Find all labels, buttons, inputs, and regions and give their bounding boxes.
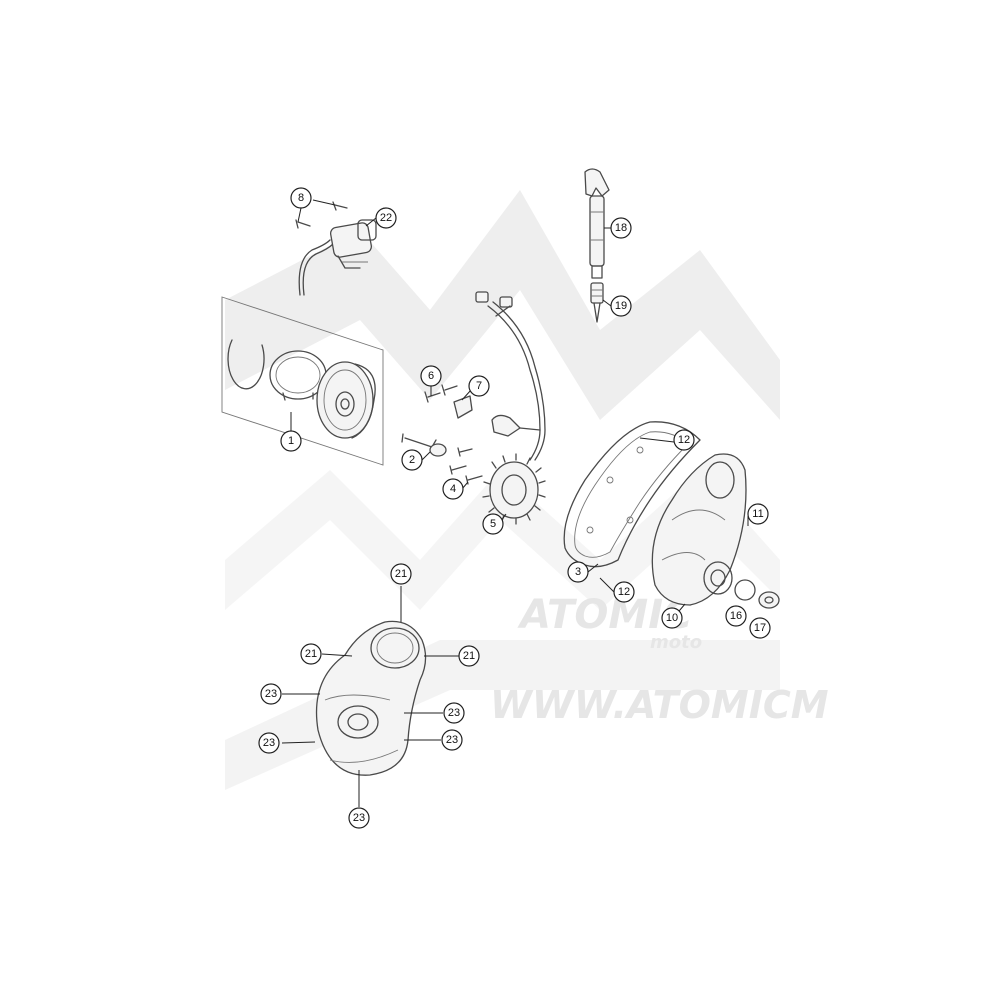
part-gasket	[563, 421, 701, 568]
callout-2: 2	[401, 449, 423, 471]
callout-label: 22	[380, 212, 392, 224]
callout-8: 8	[290, 187, 312, 209]
callout-label: 7	[476, 380, 482, 392]
callout-17: 17	[749, 617, 771, 639]
callout-label: 23	[353, 812, 365, 824]
callout-label: 17	[754, 622, 766, 634]
callout-label: 23	[263, 737, 275, 749]
part-spark-plug	[584, 168, 610, 323]
callout-label: 11	[752, 508, 763, 520]
callout-18: 18	[610, 217, 632, 239]
part-rotor-kit	[221, 296, 384, 466]
callout-6: 6	[420, 365, 442, 387]
callout-label: 10	[666, 612, 678, 624]
part-pickup-sensor	[424, 384, 541, 437]
callout-23-bottom: 23	[348, 807, 370, 829]
part-lower-cover	[315, 620, 427, 776]
callout-label: 4	[450, 483, 456, 495]
leader-lines	[281, 199, 749, 807]
callout-label: 8	[298, 192, 304, 204]
callout-16: 16	[725, 605, 747, 627]
callout-label: 16	[730, 610, 742, 622]
callout-23-lower-right: 23	[441, 729, 463, 751]
callout-label: 23	[448, 707, 460, 719]
callout-4: 4	[442, 478, 464, 500]
part-stator	[482, 453, 546, 525]
callout-23-upper-left: 23	[260, 683, 282, 705]
callout-label: 21	[395, 568, 407, 580]
callout-12-upper: 12	[673, 429, 695, 451]
callout-1: 1	[280, 430, 302, 452]
watermark-url: WWW.ATOMICM	[490, 683, 829, 727]
callout-21-right: 21	[458, 645, 480, 667]
callout-3: 3	[567, 561, 589, 583]
callout-label: 2	[409, 454, 415, 466]
callout-22: 22	[375, 207, 397, 229]
callout-5: 5	[482, 513, 504, 535]
callout-label: 18	[615, 222, 627, 234]
callout-label: 12	[678, 434, 690, 446]
callout-label: 6	[428, 370, 434, 382]
callout-10: 10	[661, 607, 683, 629]
callout-19: 19	[610, 295, 632, 317]
callout-label: 5	[490, 518, 496, 530]
callout-label: 23	[446, 734, 458, 746]
part-wiring-harness	[475, 291, 546, 461]
callout-21-top: 21	[390, 563, 412, 585]
callout-21-left: 21	[300, 643, 322, 665]
watermark-sub: moto	[650, 632, 702, 653]
callout-7: 7	[468, 375, 490, 397]
callout-label: 23	[265, 688, 277, 700]
callout-label: 1	[288, 435, 294, 447]
callout-label: 19	[615, 300, 627, 312]
callout-label: 12	[618, 586, 630, 598]
callout-label: 3	[575, 566, 581, 578]
part-bolts	[401, 433, 483, 485]
callout-23-upper-right: 23	[443, 702, 465, 724]
callout-12-lower: 12	[613, 581, 635, 603]
part-ignition-coil	[295, 201, 377, 296]
callout-23-lower-left: 23	[258, 732, 280, 754]
callout-11: 11	[747, 503, 769, 525]
part-ignition-cover	[651, 453, 780, 609]
callout-label: 21	[463, 650, 475, 662]
callout-label: 21	[305, 648, 317, 660]
